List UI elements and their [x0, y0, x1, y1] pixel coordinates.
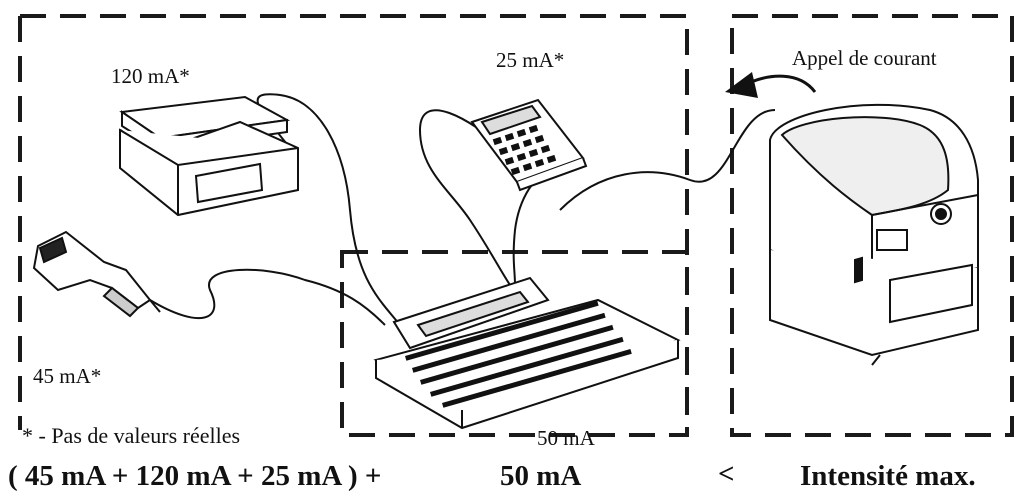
printer-icon [769, 103, 979, 366]
terminal-current-label: 50 mA [537, 426, 595, 450]
inrush-arrow [725, 72, 817, 98]
equation-max: Intensité max. [800, 460, 976, 492]
peripheral-boundary [20, 14, 689, 435]
inrush-current-label: Appel de courant [792, 46, 937, 70]
equation-sum: ( 45 mA + 120 mA + 25 mA ) + [8, 460, 382, 492]
printer-cable [559, 109, 776, 211]
calculator-icon [470, 98, 588, 192]
scanner-icon [32, 230, 161, 318]
footnote: * - Pas de valeurs réelles [22, 423, 241, 448]
calculator-current-label: 25 mA* [496, 48, 565, 72]
printer-boundary [730, 14, 1014, 437]
scanner-cable [149, 268, 386, 326]
calculator-cable [418, 109, 511, 286]
scale-current-label: 120 mA* [111, 64, 190, 88]
scanner-current-label: 45 mA* [33, 364, 102, 388]
equation-operator: < [718, 458, 735, 490]
terminal-boundary [340, 250, 689, 437]
terminal-icon [373, 276, 681, 430]
equation-terminal: 50 mA [500, 460, 582, 492]
scale-icon [119, 95, 299, 217]
